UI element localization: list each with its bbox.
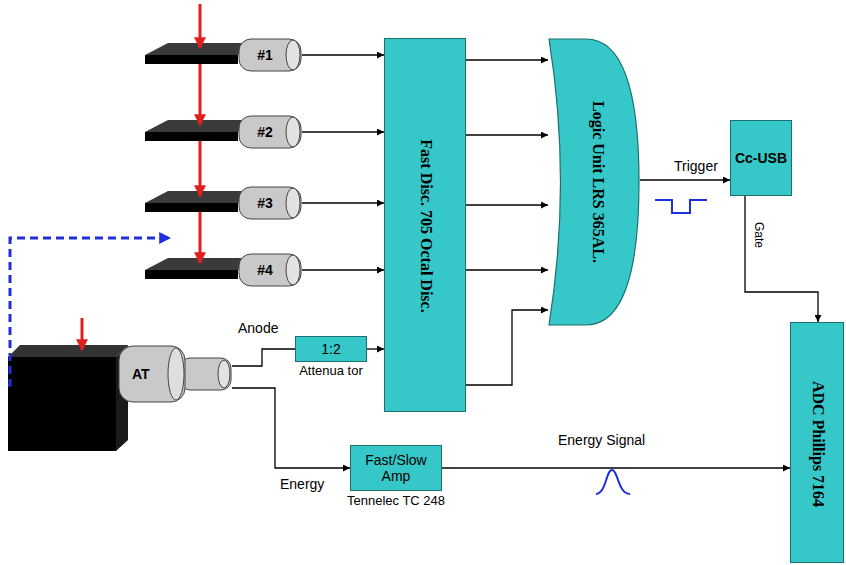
pmt-tube: #1 xyxy=(238,38,302,72)
signal-wire xyxy=(640,179,730,180)
energy-pulse xyxy=(596,470,630,494)
pmt-tube: #4 xyxy=(238,253,302,287)
slab-top xyxy=(145,191,250,203)
cosmic-ray-arrow xyxy=(199,141,202,196)
pmt-label: #4 xyxy=(257,262,273,278)
signal-name: Anode xyxy=(238,320,278,336)
signal-name: Energy Signal xyxy=(558,432,645,448)
signal-wire xyxy=(466,310,548,385)
device-model: Attenua tor xyxy=(295,364,367,379)
signal-name: Gate xyxy=(752,222,766,248)
at-pmt-tube: AT xyxy=(118,345,232,403)
signal-wire xyxy=(466,134,548,135)
signal-wire xyxy=(302,202,384,203)
device-name: Cc-USB xyxy=(735,150,787,166)
signal-wire xyxy=(232,349,295,366)
adc-box: ADC Phillips 7164 xyxy=(790,322,844,563)
amplifier-box: Fast/Slow AmpTennelec TC 248 xyxy=(350,445,442,510)
slab-front xyxy=(145,203,238,212)
device-model: Tennelec TC 248 xyxy=(347,494,445,509)
device-name: 1:2 xyxy=(295,336,367,362)
signal-wire xyxy=(745,196,818,322)
device-name: Logic Unit LRS 365AL. xyxy=(589,46,607,318)
discriminator-box: Fast Disc. 705 Octal Disc. xyxy=(384,38,466,412)
signal-name: Energy xyxy=(280,476,324,492)
pmt-label: #3 xyxy=(257,195,273,211)
pmt-tube: #3 xyxy=(238,186,302,220)
signal-wire xyxy=(466,204,548,205)
slab-front xyxy=(145,55,238,64)
signal-wire xyxy=(367,348,384,349)
slab-top xyxy=(145,258,250,270)
pmt-label: #1 xyxy=(257,47,273,63)
signal-wire xyxy=(466,269,548,270)
signal-wire xyxy=(302,269,384,270)
device-name: ADC Phillips 7164 xyxy=(809,331,827,556)
signal-wire xyxy=(232,388,350,468)
logic-gate: Logic Unit LRS 365AL. xyxy=(548,38,640,326)
pmt-label: #2 xyxy=(257,124,273,140)
cosmic-ray-arrow xyxy=(81,318,84,350)
cosmic-ray-arrow xyxy=(199,4,202,48)
pmt-label: AT xyxy=(132,366,150,382)
attenuator-box: 1:2Attenua tor xyxy=(295,336,367,381)
signal-wire xyxy=(442,467,790,468)
cosmic-ray-arrow xyxy=(199,212,202,263)
at-detector-cube xyxy=(8,345,128,451)
signal-wire xyxy=(302,131,384,132)
signal-wire xyxy=(466,59,548,60)
cosmic-ray-arrow xyxy=(199,64,202,125)
slab-top xyxy=(145,120,250,132)
device-name: Fast Disc. 705 Octal Disc. xyxy=(417,47,435,405)
pmt-tube: #2 xyxy=(238,115,302,149)
slab-front xyxy=(145,270,238,279)
trigger-pulse xyxy=(655,200,707,213)
slab-top xyxy=(145,43,250,55)
slab-front xyxy=(145,132,238,141)
controller-box: Cc-USB xyxy=(730,120,792,196)
signal-wire xyxy=(302,54,384,55)
device-name: Fast/Slow Amp xyxy=(350,445,442,491)
signal-name: Trigger xyxy=(674,158,718,174)
